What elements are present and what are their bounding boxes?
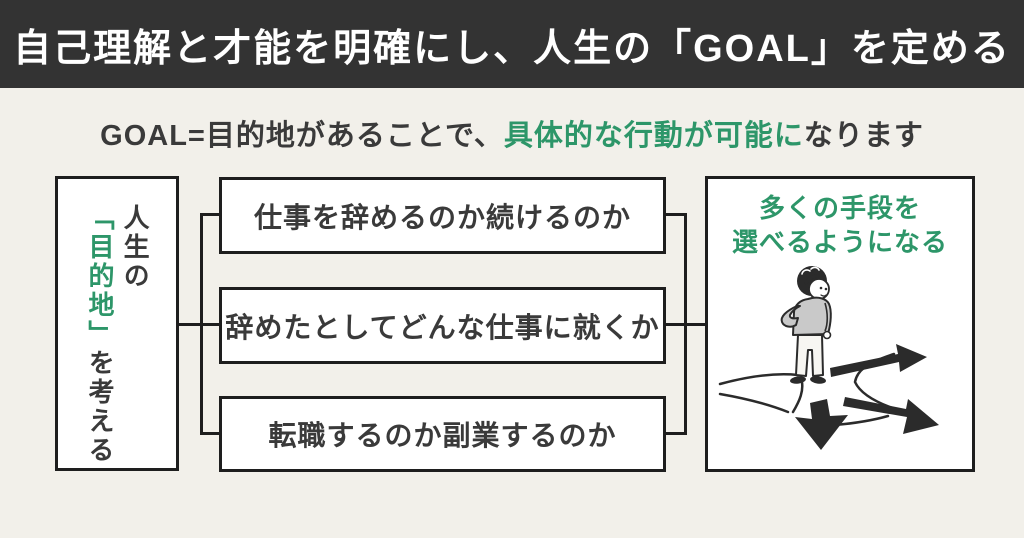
result-line2: 選べるようになる bbox=[731, 226, 948, 257]
person-at-crossroads-illustration bbox=[718, 266, 939, 450]
connector-left-stub-top bbox=[200, 213, 219, 216]
connector-left-stub-bottom bbox=[200, 432, 219, 435]
connector-right-stub-top bbox=[665, 213, 687, 216]
connector-left-mid-line bbox=[176, 323, 219, 326]
connector-right-stub-bottom bbox=[665, 432, 687, 435]
subtitle-part2: なります bbox=[803, 120, 924, 152]
option-label-2: 辞めたとしてどんな仕事に就くか bbox=[225, 311, 660, 343]
option-box-2: 辞めたとしてどんな仕事に就くか bbox=[219, 287, 666, 364]
page-title: 自己理解と才能を明確にし、人生の「GOAL」を定める bbox=[13, 27, 1011, 70]
connector-right-bracket bbox=[684, 213, 687, 435]
goal-line2-rest: を考える bbox=[85, 349, 115, 465]
option-box-3: 転職するのか副業するのか bbox=[219, 396, 666, 472]
goal-line2-highlight: 「目的地」 bbox=[85, 204, 115, 349]
subtitle-highlight: 具体的な行動が可能に bbox=[503, 120, 804, 152]
option-label-3: 転職するのか副業するのか bbox=[268, 420, 617, 451]
goal-box: 人生の 「目的地」を考える bbox=[55, 176, 179, 471]
option-label-1: 仕事を辞めるのか続けるのか bbox=[253, 201, 631, 233]
option-box-1: 仕事を辞めるのか続けるのか bbox=[219, 177, 666, 254]
subtitle-part1: GOAL=目的地があることで、 bbox=[100, 120, 504, 152]
goal-box-text: 人生の 「目的地」を考える bbox=[82, 204, 152, 468]
result-caption: 多くの手段を 選べるようになる bbox=[708, 192, 972, 260]
connector-left-bracket bbox=[200, 213, 203, 435]
result-line1: 多くの手段を bbox=[758, 193, 921, 223]
subtitle: GOAL=目的地があることで、具体的な行動が可能になります bbox=[0, 112, 1024, 154]
result-box: 多くの手段を 選べるようになる bbox=[705, 176, 975, 472]
goal-line1: 人生の bbox=[120, 204, 151, 291]
header-bar: 自己理解と才能を明確にし、人生の「GOAL」を定める bbox=[0, 0, 1024, 88]
